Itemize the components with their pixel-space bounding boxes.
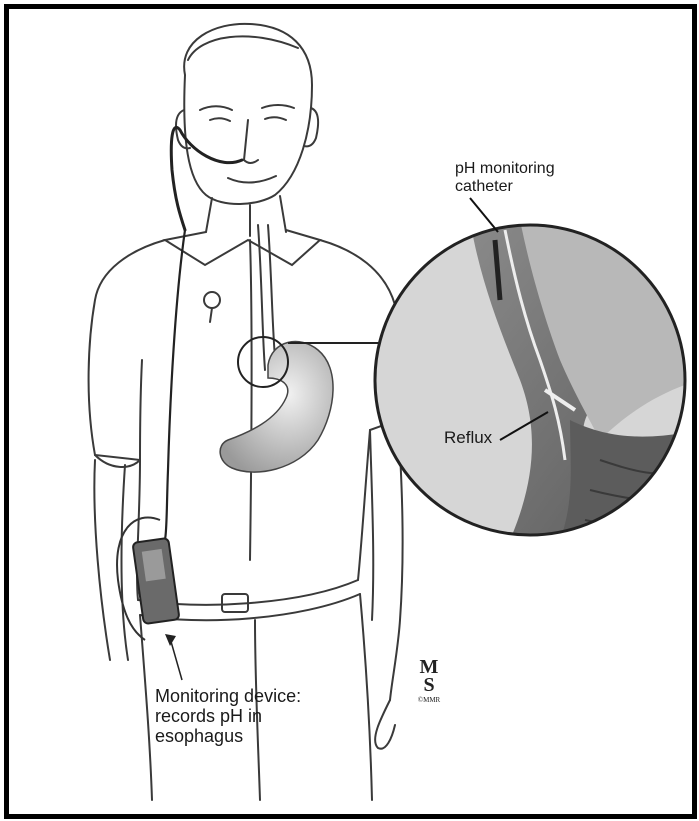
device-label: Monitoring device: records pH in esophag… — [155, 686, 335, 746]
reflux-label: Reflux — [444, 428, 492, 447]
magnified-view — [370, 220, 699, 540]
artist-signature: M S ©MMR — [413, 658, 445, 704]
catheter-leader — [470, 198, 498, 232]
man-figure — [89, 24, 403, 800]
catheter-label: pH monitoring catheter — [455, 160, 585, 196]
